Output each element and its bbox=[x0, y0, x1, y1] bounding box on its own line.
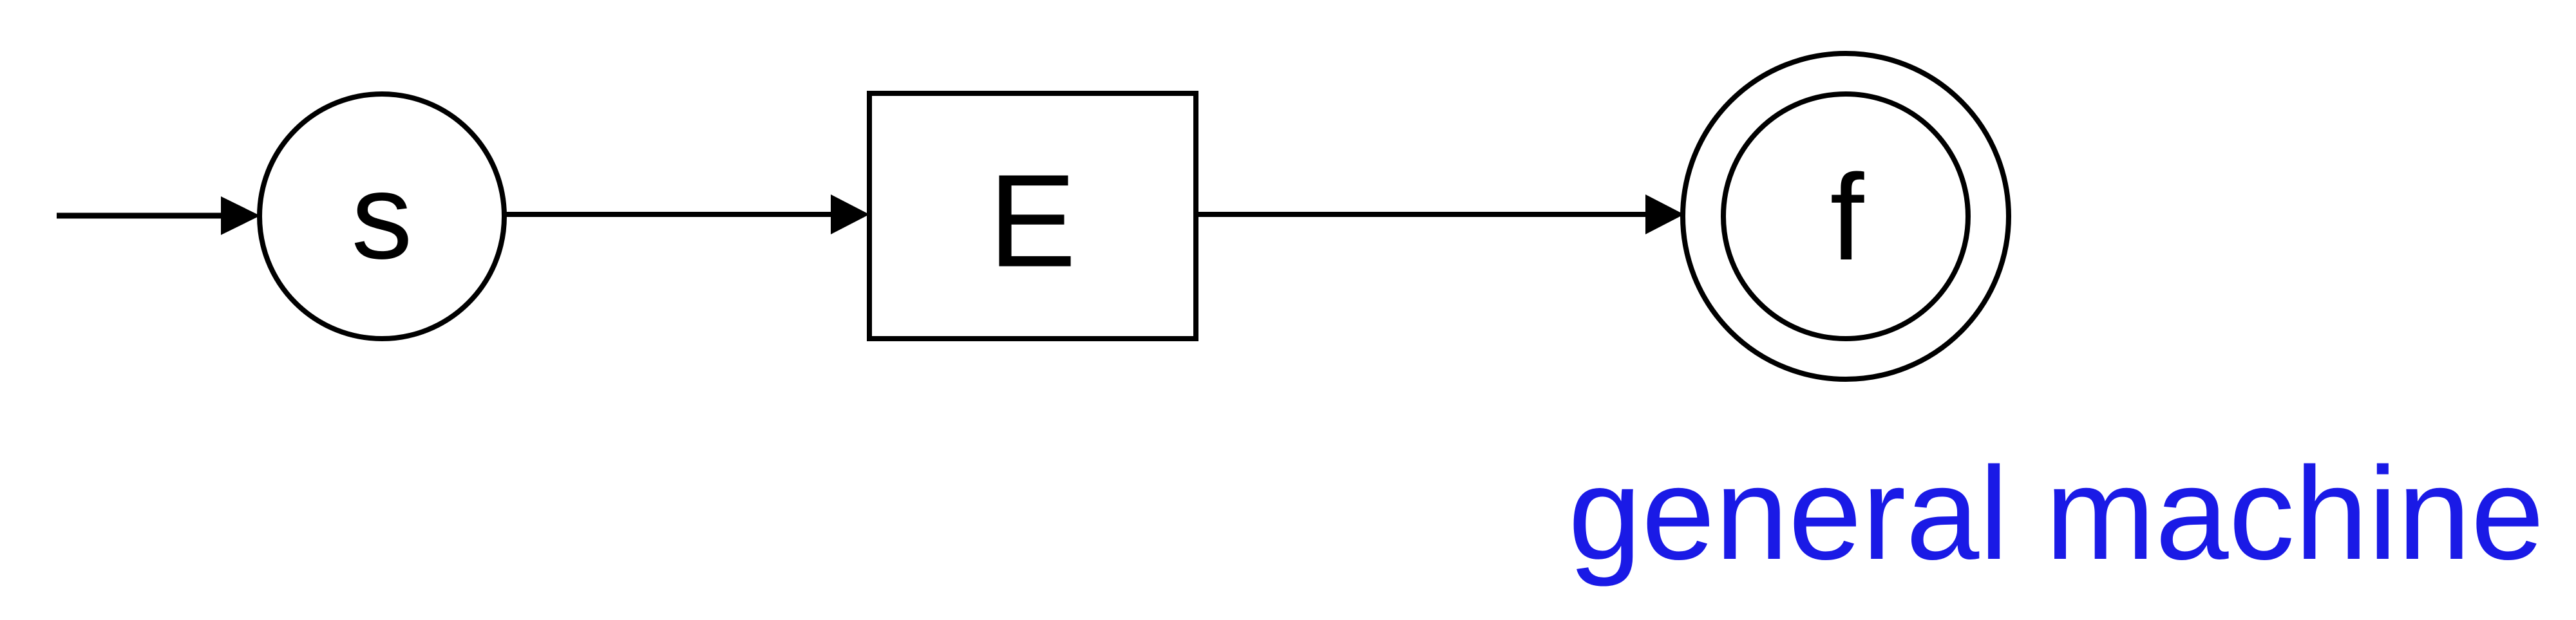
middle-machine-label: E bbox=[989, 147, 1077, 295]
diagram-caption: general machine bbox=[1568, 440, 2544, 587]
edge-middle-to-final bbox=[1196, 194, 1684, 234]
edge-start-to-middle bbox=[504, 194, 869, 234]
final-state-outer-circle bbox=[1680, 51, 2011, 382]
middle-machine-box: E bbox=[867, 91, 1198, 341]
final-state-label: f bbox=[1830, 149, 1865, 286]
final-state: f bbox=[1680, 51, 2011, 382]
entry-arrow bbox=[57, 196, 260, 235]
start-state: s bbox=[257, 91, 507, 341]
final-state-inner-circle bbox=[1721, 91, 1971, 341]
start-state-label: s bbox=[352, 148, 413, 285]
